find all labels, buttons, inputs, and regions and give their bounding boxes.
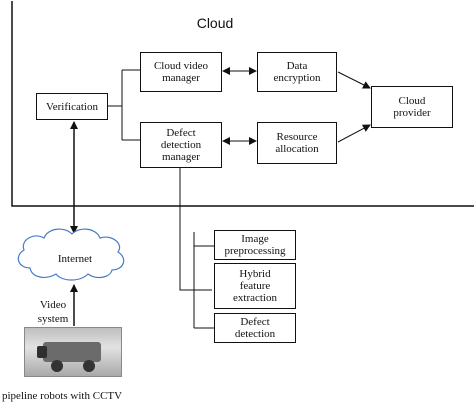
data-encryption-label: Data encryption [273, 60, 321, 84]
internet-cloud-shape [17, 228, 125, 281]
edge-verification-branch [108, 69, 140, 141]
robot-wheel [51, 360, 63, 372]
resource-allocation-box: Resource allocation [257, 122, 337, 164]
defect-detection-manager-label: Defect detection manager [160, 127, 202, 163]
hybrid-feature-extraction-box: Hybrid feature extraction [214, 263, 296, 309]
robot-camera [37, 346, 47, 358]
image-preprocessing-label: Image preprocessing [224, 233, 286, 257]
cloud-provider-box: Cloud provider [371, 86, 453, 128]
verification-label: Verification [46, 100, 98, 113]
edge-defect-submodules [179, 168, 214, 329]
robot-wheel [83, 360, 95, 372]
edge-resource-provider [337, 124, 371, 143]
cloud-video-manager-label: Cloud video manager [153, 60, 209, 84]
robot-caption: pipeline robots with CCTV [2, 390, 123, 402]
data-encryption-box: Data encryption [257, 52, 337, 92]
cloud-provider-label: Cloud provider [393, 95, 431, 119]
pipeline-robot-image [24, 327, 122, 377]
verification-box: Verification [36, 93, 108, 120]
edge-encryption-provider [337, 71, 371, 89]
cloud-video-manager-box: Cloud video manager [140, 52, 222, 92]
internet-label: Internet [57, 253, 93, 265]
robot-body [43, 342, 101, 362]
resource-allocation-label: Resource allocation [275, 131, 319, 155]
hybrid-feature-extraction-label: Hybrid feature extraction [233, 268, 277, 304]
defect-detection-manager-box: Defect detection manager [140, 122, 222, 168]
defect-detection-box: Defect detection [214, 313, 296, 343]
defect-detection-label: Defect detection [234, 316, 276, 340]
cloud-region-frame [11, 1, 474, 207]
cloud-title: Cloud [196, 15, 234, 31]
video-system-label: Video system [37, 299, 69, 325]
image-preprocessing-box: Image preprocessing [214, 230, 296, 260]
